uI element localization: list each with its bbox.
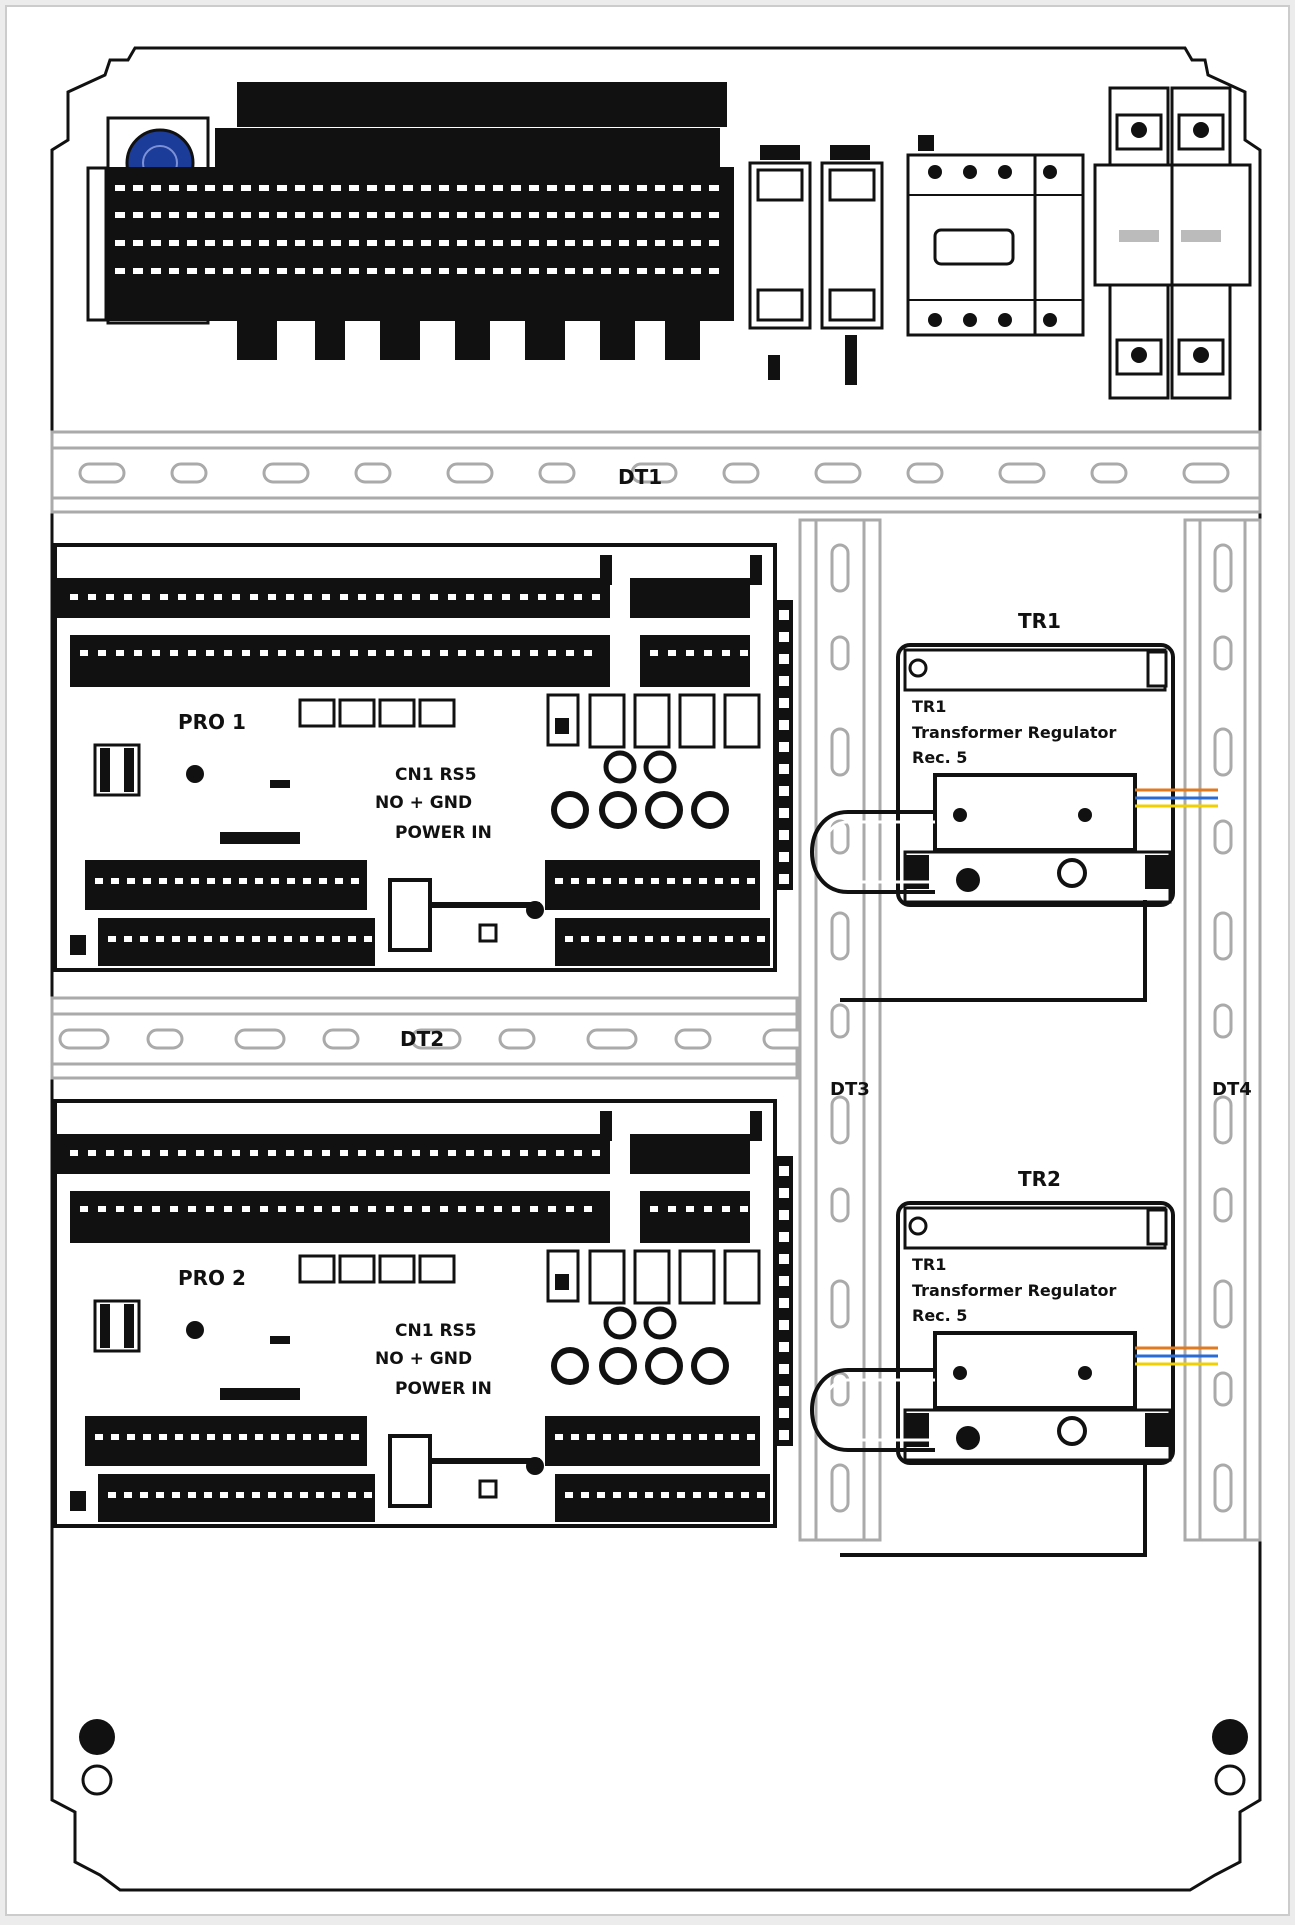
din-rail-label-dt4: DT4 xyxy=(1212,1079,1252,1100)
contactor-screws xyxy=(928,165,1057,327)
terminal-feet xyxy=(237,320,700,360)
screw-icon xyxy=(953,808,967,822)
controller-board-2: CN1 RS5 NO + GND POWER IN xyxy=(53,1099,793,1528)
screw-icon xyxy=(956,868,980,892)
transformer-text: Rec. 5 xyxy=(912,1306,967,1325)
screw-icon xyxy=(998,165,1012,179)
screw-icon xyxy=(1193,122,1209,138)
board-port-label: POWER IN xyxy=(395,823,492,843)
board-port-label: NO + GND xyxy=(375,1349,472,1369)
terminal-holes xyxy=(115,185,719,274)
board-label-pro1: PRO 1 xyxy=(178,710,246,734)
board-port-label: NO + GND xyxy=(375,793,472,813)
board-label-pro2: PRO 2 xyxy=(178,1266,246,1290)
screw-icon xyxy=(1078,808,1092,822)
wire-tr2 xyxy=(840,1460,1147,1557)
board-port-label: CN1 RS5 xyxy=(395,1321,477,1341)
din-rail-label-dt2: DT2 xyxy=(400,1027,444,1051)
screw-icon xyxy=(998,313,1012,327)
transformer-text: TR1 xyxy=(912,1255,946,1274)
screw-icon xyxy=(963,313,977,327)
screw-icon xyxy=(1043,313,1057,327)
din-rail-label-dt1: DT1 xyxy=(618,465,662,489)
screw-icon xyxy=(1131,347,1147,363)
din-rail-label-dt3: DT3 xyxy=(830,1079,870,1100)
screw-icon xyxy=(1193,347,1209,363)
controller-board-1: CN1 RS5 NO + GND POWER IN xyxy=(53,543,793,972)
transformer-text: Rec. 5 xyxy=(912,748,967,767)
din-rail-dt3: DT3 xyxy=(798,518,882,1542)
transformer-text: Transformer Regulator xyxy=(912,1281,1117,1300)
screw-icon xyxy=(953,1366,967,1380)
screw-icon xyxy=(1131,122,1147,138)
transformer-label-tr1: TR1 xyxy=(1018,609,1061,633)
transformer-label-tr2: TR2 xyxy=(1018,1167,1061,1191)
screw-icon xyxy=(79,1719,115,1755)
screw-icon xyxy=(1212,1719,1248,1755)
transformer-text: TR1 xyxy=(912,697,946,716)
top-component-row xyxy=(86,82,1252,400)
transformer-text: Transformer Regulator xyxy=(912,723,1117,742)
board-port-label: CN1 RS5 xyxy=(395,765,477,785)
board-port-label: POWER IN xyxy=(395,1379,492,1399)
wire-tr1 xyxy=(840,900,1147,1002)
mounting-hole-left xyxy=(79,1719,115,1796)
breaker-details xyxy=(1115,113,1225,376)
din-rail-dt2: DT2 xyxy=(50,996,814,1080)
screw-icon xyxy=(1078,1366,1092,1380)
din-rail-dt1: DT1 xyxy=(50,430,1262,514)
screw-icon xyxy=(956,1426,980,1450)
screw-icon xyxy=(1043,165,1057,179)
screw-icon xyxy=(963,165,977,179)
mounting-hole-right xyxy=(1212,1719,1248,1796)
screw-icon xyxy=(928,313,942,327)
din-rail-dt4: DT4 xyxy=(1183,518,1262,1542)
screw-icon xyxy=(928,165,942,179)
